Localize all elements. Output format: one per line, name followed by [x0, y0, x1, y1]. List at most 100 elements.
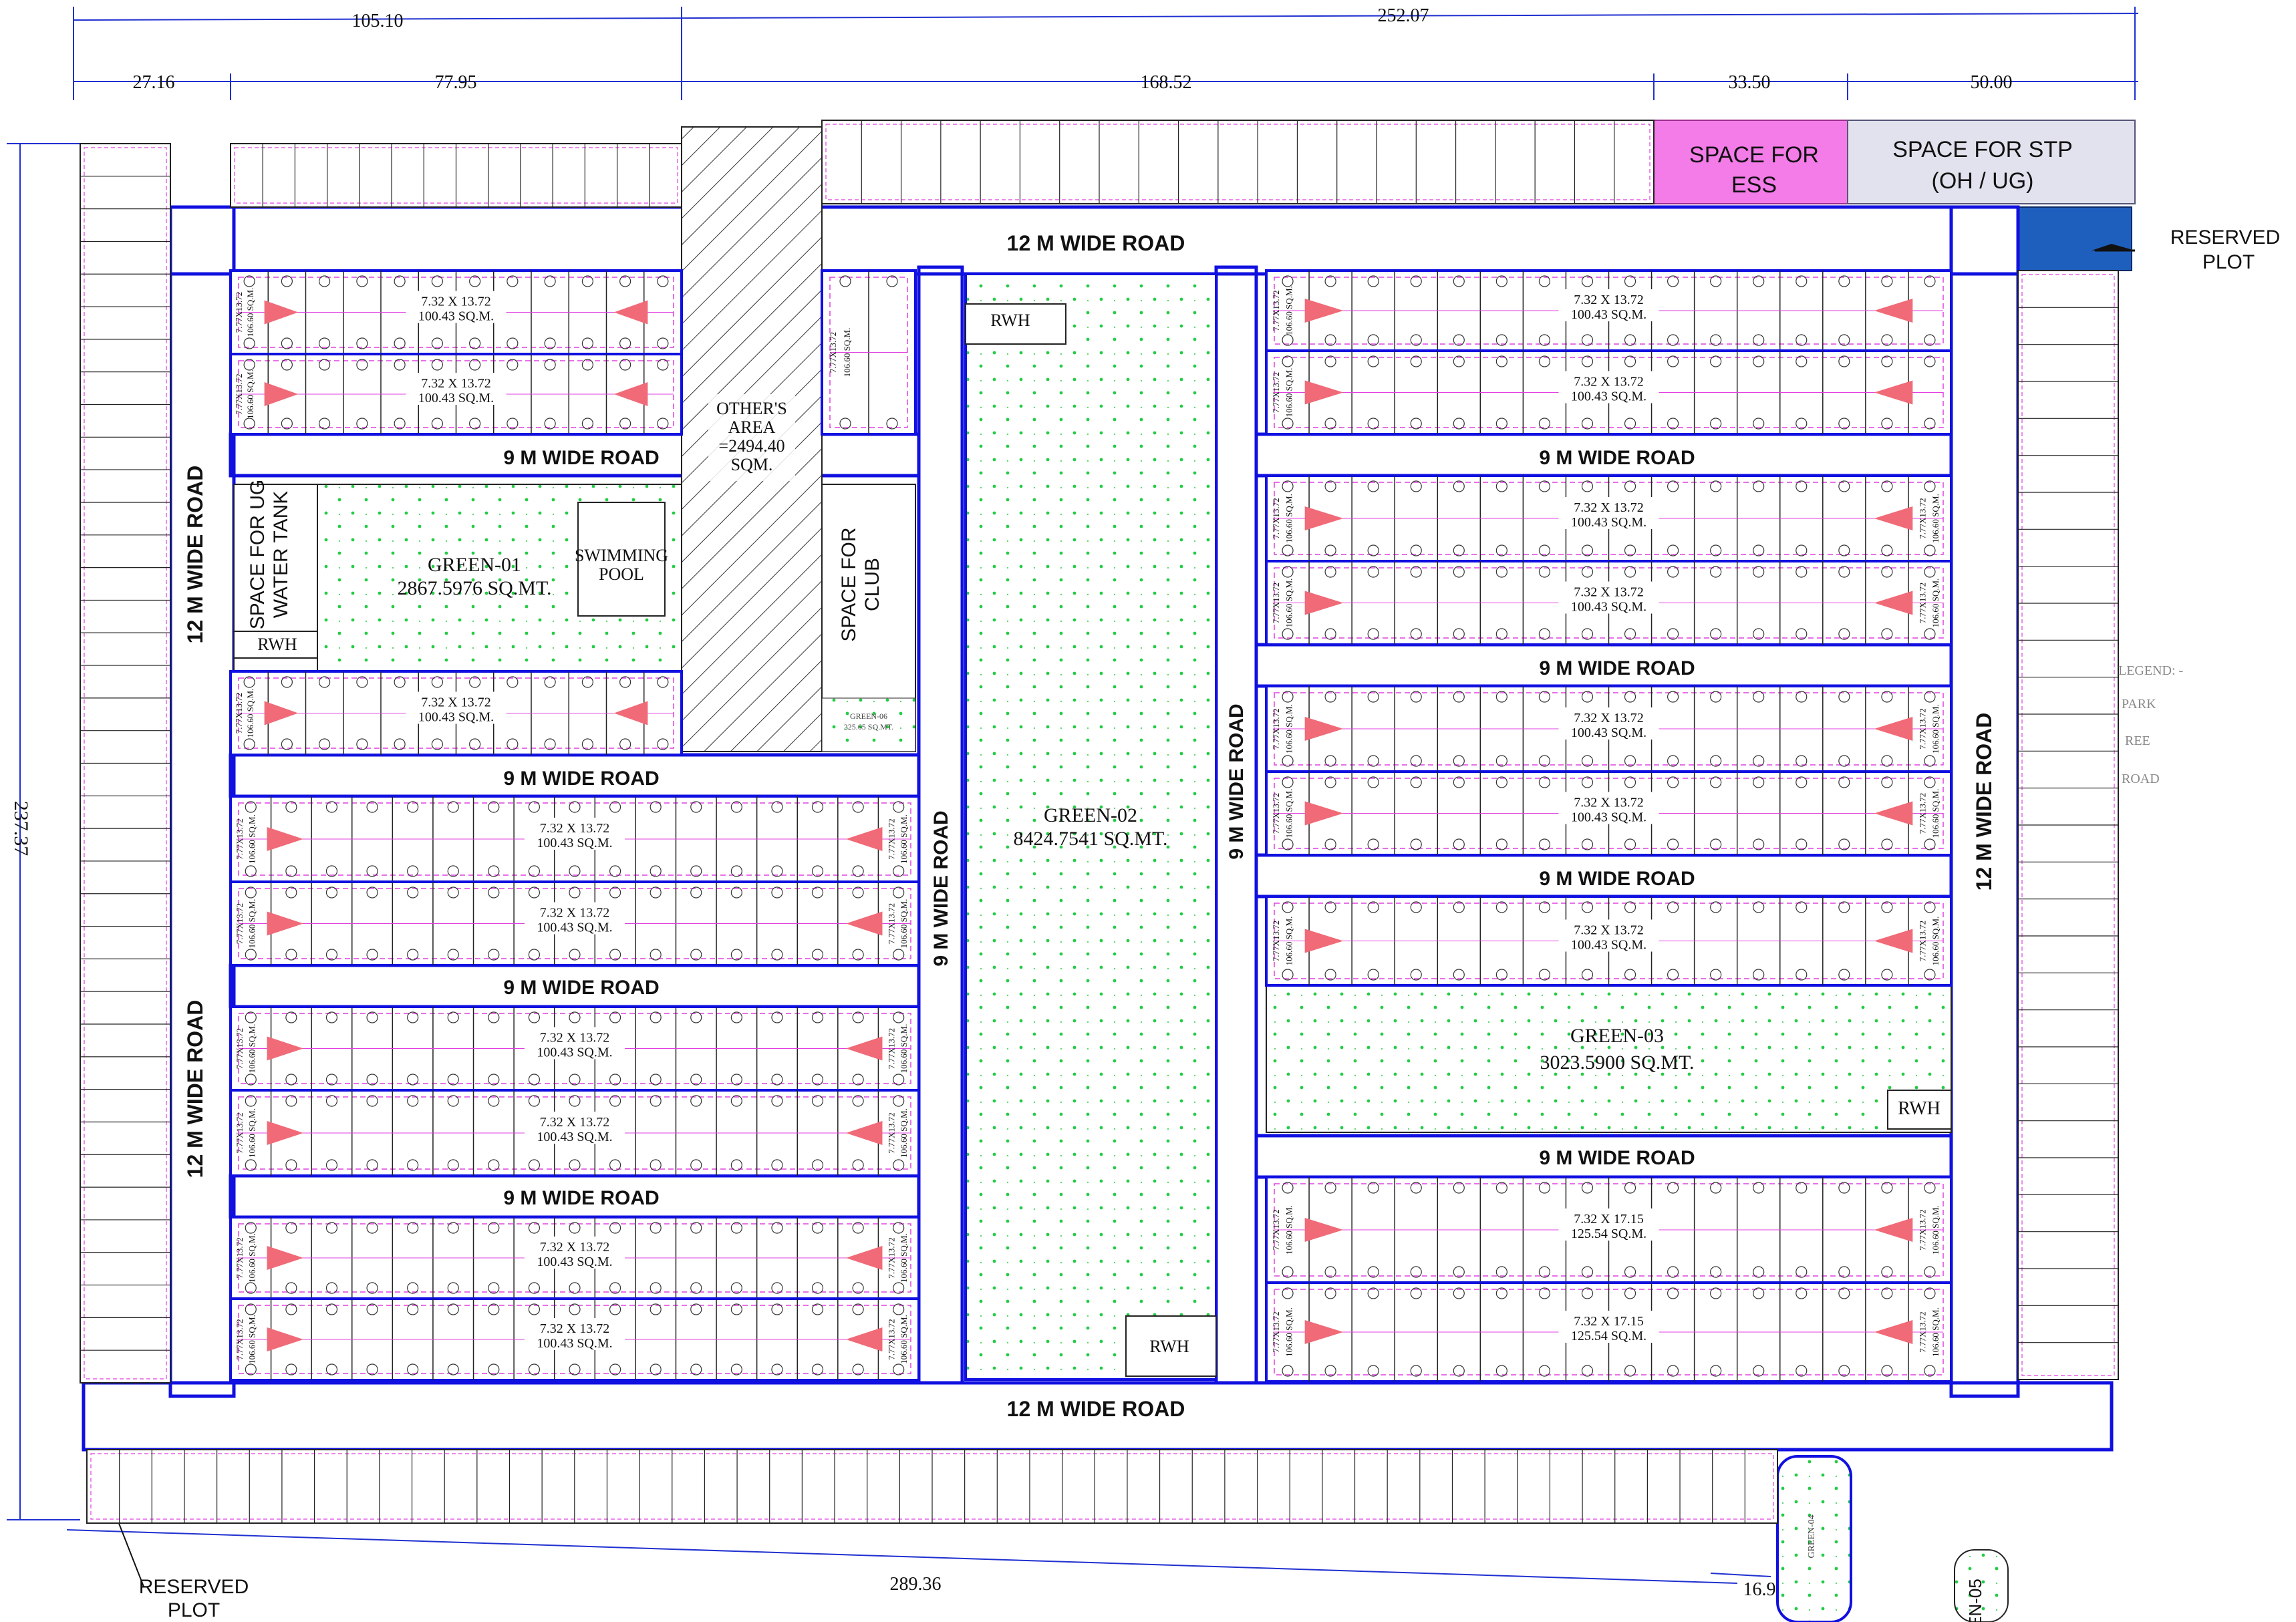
- plot-number-circle: [1453, 755, 1465, 767]
- green-01-name: GREEN-01: [428, 554, 521, 576]
- plot-number-circle: [447, 1159, 459, 1171]
- plot-number-circle: [488, 865, 500, 877]
- plot-number-circle: [1667, 901, 1679, 913]
- plot-number-circle: [1538, 566, 1551, 578]
- plot-number-circle: [1367, 334, 1379, 346]
- dim-left-height: 237.37: [10, 801, 32, 856]
- plot-number-circle: [730, 1095, 742, 1107]
- plot-number-circle: [285, 1074, 297, 1086]
- green-01-area-text: 2867.5976 SQ.MT.: [397, 577, 551, 599]
- plot-number-circle: [245, 1282, 257, 1294]
- plot-number-circle: [1881, 901, 1893, 913]
- entry-arrow: [1874, 1320, 1913, 1344]
- road-label-9m-l4: 9 M WIDE ROAD: [503, 1187, 659, 1209]
- plot-number-circle: [771, 1303, 783, 1315]
- plot-number-circle: [447, 865, 459, 877]
- plot-number-circle: [619, 359, 631, 371]
- plot-number-circle: [1881, 1182, 1893, 1194]
- plot-number-circle: [447, 801, 459, 813]
- side-plot-dim: 7.77X13.72: [234, 373, 244, 414]
- plot-number-circle: [1667, 275, 1679, 287]
- entry-arrow: [264, 382, 299, 406]
- plot-number-circle: [1838, 901, 1850, 913]
- plot-number-circle: [1667, 969, 1679, 981]
- green-05-area: [1954, 1549, 2009, 1622]
- plot-number-circle: [1710, 1266, 1722, 1278]
- plot-number-circle: [893, 949, 905, 961]
- plot-number-circle: [528, 801, 541, 813]
- side-plot-dim: 7.77X13.72: [1271, 583, 1281, 623]
- plot-number-circle: [1581, 776, 1594, 788]
- plot-number-circle: [581, 337, 593, 349]
- plot-number-circle: [366, 886, 378, 899]
- plot-number-circle: [1710, 776, 1722, 788]
- plot-number-circle: [285, 1159, 297, 1171]
- plot-label-bg: [1558, 1208, 1659, 1241]
- plot-number-circle: [1796, 334, 1808, 346]
- plot-blocks: 7.32 X 13.72 100.43 SQ.M. 7.77X13.72 106.60…: [80, 120, 2119, 1524]
- plot-number-circle: [1796, 480, 1808, 492]
- plot-number-circle: [1624, 418, 1636, 430]
- plot-number-circle: [1881, 1287, 1893, 1299]
- plot-number-circle: [1796, 901, 1808, 913]
- plot-number-circle: [1710, 480, 1722, 492]
- plot-number-circle: [1924, 480, 1936, 492]
- plot-number-circle: [507, 738, 519, 750]
- rwh-green02-top: [965, 303, 1066, 345]
- plot-number-circle: [1538, 275, 1551, 287]
- plot-number-circle: [569, 1095, 581, 1107]
- plot-number-circle: [893, 801, 905, 813]
- side-plot-area: 106.60 SQ.M.: [899, 899, 909, 949]
- rwh-label-g02-top: RWH: [990, 311, 1030, 330]
- plot-area-label: 100.43 SQ.M.: [537, 1336, 612, 1351]
- rwh-label-g03: RWH: [1898, 1098, 1941, 1119]
- plot-number-circle: [1753, 1287, 1765, 1299]
- plot-number-circle: [366, 1159, 378, 1171]
- plot-dimension-label: 7.32 X 13.72: [540, 821, 609, 836]
- plot-number-circle: [366, 1222, 378, 1234]
- plot-number-circle: [1367, 1182, 1379, 1194]
- plot-number-circle: [1282, 544, 1294, 556]
- plot-number-circle: [407, 1095, 419, 1107]
- plot-number-circle: [1710, 418, 1722, 430]
- entry-arrow: [1874, 929, 1913, 953]
- plot-number-circle: [730, 865, 742, 877]
- plot-number-circle: [650, 949, 662, 961]
- plot-number-circle: [528, 886, 541, 899]
- plot-number-circle: [852, 801, 864, 813]
- plot-number-circle: [1495, 1266, 1508, 1278]
- side-plot-dim: 7.77X13.72: [1271, 290, 1281, 331]
- plot-number-circle: [581, 418, 593, 430]
- plot-number-circle: [852, 865, 864, 877]
- plot-number-circle: [325, 1074, 338, 1086]
- plot-number-circle: [1367, 901, 1379, 913]
- plot-number-circle: [893, 1363, 905, 1375]
- plot-number-circle: [1667, 1182, 1679, 1194]
- plot-number-circle: [771, 1282, 783, 1294]
- entry-arrow: [1304, 591, 1344, 615]
- legend-road: ROAD: [2122, 772, 2160, 786]
- plot-label-bg: [1558, 1311, 1659, 1343]
- plot-number-circle: [1881, 355, 1893, 367]
- others-line2: AREA: [728, 418, 776, 437]
- plot-number-circle: [581, 676, 593, 688]
- plot-number-circle: [356, 359, 368, 371]
- plot-number-circle: [609, 1282, 621, 1294]
- dim-bottom-length: 289.36: [890, 1574, 942, 1595]
- plot-number-circle: [488, 1095, 500, 1107]
- plot-label-bg: [1558, 371, 1659, 403]
- plot-area-label: 125.54 SQ.M.: [1571, 1329, 1646, 1343]
- entry-arrow: [264, 300, 299, 325]
- entry-arrow: [1874, 299, 1913, 323]
- plot-number-circle: [1753, 776, 1765, 788]
- plot-number-circle: [1624, 275, 1636, 287]
- plot-label-bg: [406, 691, 507, 724]
- entry-arrow: [267, 1121, 304, 1145]
- plot-number-circle: [1624, 691, 1636, 703]
- plot-label-bg: [525, 1112, 625, 1144]
- plot-number-circle: [1924, 1365, 1936, 1377]
- plot-number-circle: [407, 1011, 419, 1023]
- plot-number-circle: [569, 1303, 581, 1315]
- road-label-9m-l3: 9 M WIDE ROAD: [503, 977, 659, 999]
- plot-number-circle: [1924, 628, 1936, 640]
